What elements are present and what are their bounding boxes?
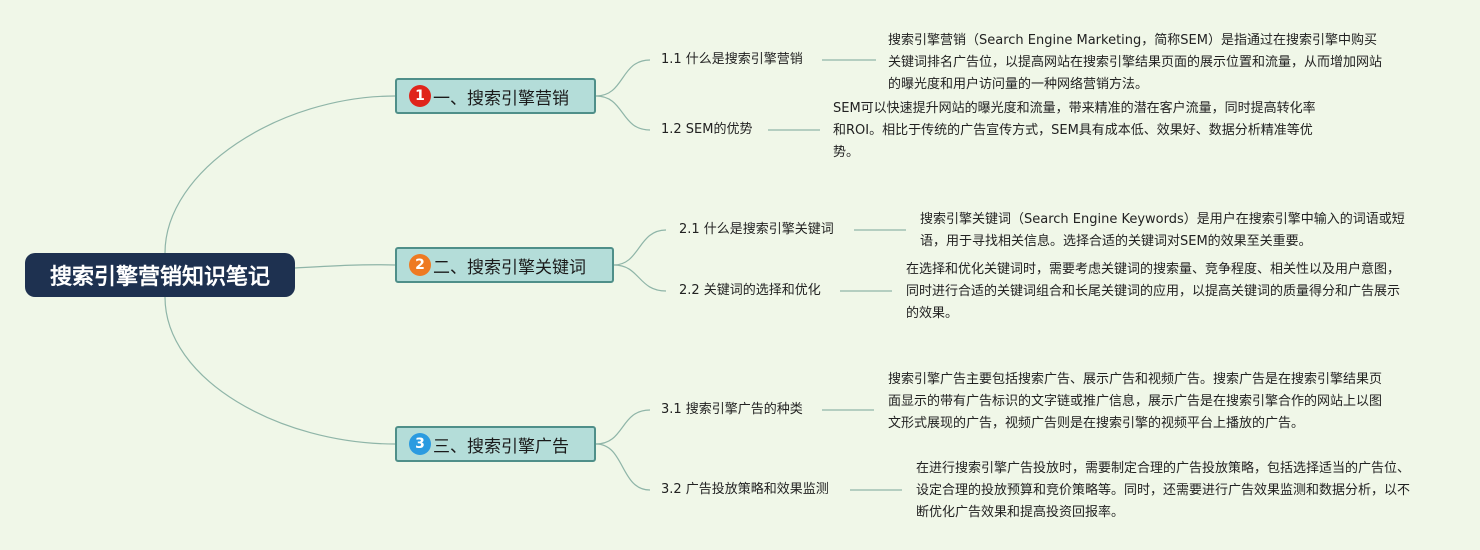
connector-branch-1-sub-1 (595, 59, 651, 97)
subtopic-3-1[interactable]: 3.1 搜索引擎广告的种类 (661, 402, 803, 417)
branch-topic-3[interactable]: 3 三、搜索引擎广告 (395, 426, 596, 462)
branch-topic-3-label: 三、搜索引擎广告 (433, 436, 569, 457)
subtopic-3-2-description: 在进行搜索引擎广告投放时，需要制定合理的广告投放策略，包括选择适当的广告位、设定… (916, 461, 1411, 520)
connector-root-branch-3 (164, 296, 396, 445)
number-badge-2-icon: 2 (409, 254, 431, 276)
connector-root-branch-2 (294, 264, 396, 269)
connector-branch-1-sub-2 (595, 95, 651, 131)
root-topic-label: 搜索引擎营销知识笔记 (49, 265, 270, 290)
branch-topic-1[interactable]: 1 一、搜索引擎营销 (395, 78, 596, 114)
connector-branch-3-sub-2 (595, 443, 651, 491)
subtopic-1-2-description: SEM可以快速提升网站的曝光度和流量，带来精准的潜在客户流量，同时提高转化率和R… (833, 101, 1316, 160)
subtopic-2-2[interactable]: 2.2 关键词的选择和优化 (679, 283, 821, 298)
subtopic-1-2[interactable]: 1.2 SEM的优势 (661, 122, 753, 137)
connector-branch-2-sub-1 (613, 229, 667, 266)
subtopic-2-1[interactable]: 2.1 什么是搜索引擎关键词 (679, 222, 834, 237)
subtopic-1-1[interactable]: 1.1 什么是搜索引擎营销 (661, 52, 803, 67)
subtopic-2-2-description: 在选择和优化关键词时，需要考虑关键词的搜索量、竞争程度、相关性以及用户意图，同时… (906, 262, 1401, 321)
connector-branch-2-sub-2 (613, 264, 667, 292)
subtopic-3-2[interactable]: 3.2 广告投放策略和效果监测 (661, 482, 829, 497)
connector-root-branch-1 (164, 95, 396, 254)
subtopic-3-1-description: 搜索引擎广告主要包括搜索广告、展示广告和视频广告。搜索广告是在搜索引擎结果页面显… (888, 372, 1383, 431)
subtopic-1-1-description: 搜索引擎营销（Search Engine Marketing，简称SEM）是指通… (888, 33, 1383, 92)
number-badge-3-icon: 3 (409, 433, 431, 455)
branch-topic-2-label: 二、搜索引擎关键词 (433, 257, 586, 278)
connector-branch-3-sub-1 (595, 409, 651, 445)
root-topic[interactable]: 搜索引擎营销知识笔记 (25, 253, 295, 297)
subtopic-2-1-description: 搜索引擎关键词（Search Engine Keywords）是用户在搜索引擎中… (920, 212, 1405, 249)
branch-topic-1-label: 一、搜索引擎营销 (433, 88, 569, 109)
number-badge-1-icon: 1 (409, 85, 431, 107)
branch-topic-2[interactable]: 2 二、搜索引擎关键词 (395, 247, 614, 283)
